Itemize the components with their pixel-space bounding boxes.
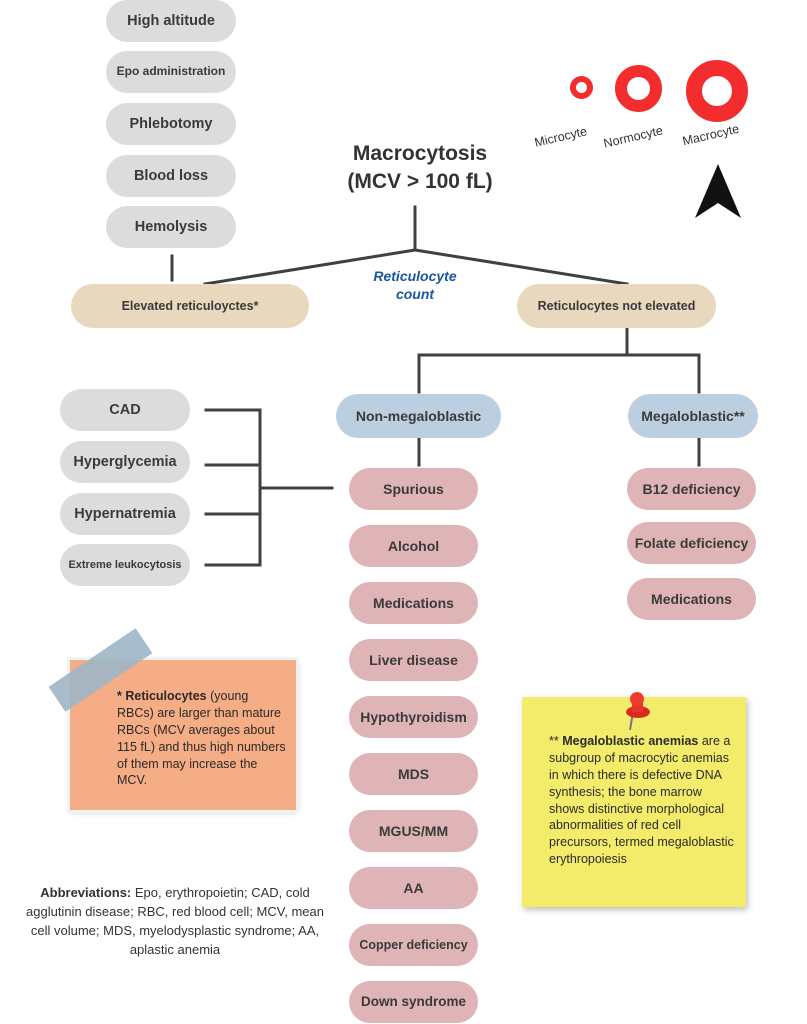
nonmega-copper-deficiency: Copper deficiency bbox=[349, 924, 478, 966]
reticulocyte-note: * Reticulocytes (young RBCs) are larger … bbox=[70, 660, 296, 810]
megaloblastic-note-text: ** Megaloblastic anemias are a subgroup … bbox=[549, 733, 739, 868]
connector-to-elevated bbox=[203, 248, 417, 286]
cause-hemolysis: Hemolysis bbox=[106, 206, 236, 248]
nonmega-liver-disease: Liver disease bbox=[349, 639, 478, 681]
megaloblastic-node: Megaloblastic** bbox=[628, 394, 758, 438]
connector-to-not-elevated bbox=[413, 248, 629, 286]
megaloblastic-note-bold: Megaloblastic anemias bbox=[562, 734, 699, 748]
nonmega-hypothyroidism: Hypothyroidism bbox=[349, 696, 478, 738]
cause-high-altitude: High altitude bbox=[106, 0, 236, 42]
abbreviations-heading: Abbreviations: bbox=[40, 885, 132, 900]
megaloblastic-note: ** Megaloblastic anemias are a subgroup … bbox=[522, 697, 746, 907]
normocyte-circle bbox=[615, 65, 662, 112]
reticulocyte-label-line1: Reticulocyte bbox=[373, 268, 457, 284]
nonmega-down-syndrome: Down syndrome bbox=[349, 981, 478, 1023]
spurious-cad: CAD bbox=[60, 389, 190, 431]
pushpin-icon bbox=[626, 692, 650, 731]
megaloblastic-note-prefix: ** bbox=[549, 734, 563, 748]
mega-medications: Medications bbox=[627, 578, 756, 620]
abbreviations-text: Epo, erythropoietin; CAD, cold agglutini… bbox=[26, 885, 324, 957]
cause-blood-loss: Blood loss bbox=[106, 155, 236, 197]
abbreviations: Abbreviations: Epo, erythropoietin; CAD,… bbox=[20, 884, 330, 959]
spurious-hypernatremia: Hypernatremia bbox=[60, 493, 190, 535]
cause-phlebotomy: Phlebotomy bbox=[106, 103, 236, 145]
nonmega-mds: MDS bbox=[349, 753, 478, 795]
spurious-hyperglycemia: Hyperglycemia bbox=[60, 441, 190, 483]
non-megaloblastic-node: Non-megaloblastic bbox=[336, 394, 501, 438]
nonmega-mgus-mm: MGUS/MM bbox=[349, 810, 478, 852]
reticulocyte-note-text: * Reticulocytes (young RBCs) are larger … bbox=[117, 688, 287, 789]
elevated-reticulocytes-node: Elevated reticuloyctes* bbox=[71, 284, 309, 328]
reticulocyte-count-label: Reticulocyte count bbox=[352, 267, 478, 303]
reticulocyte-note-body: (young RBCs) are larger than mature RBCs… bbox=[117, 689, 286, 788]
diagram-title: Macrocytosis (MCV > 100 fL) bbox=[320, 140, 520, 197]
reticulocyte-label-line2: count bbox=[395, 286, 435, 303]
arrow-up-icon bbox=[695, 164, 741, 218]
reticulocyte-note-bold: * Reticulocytes bbox=[117, 689, 207, 703]
mega-folate-deficiency: Folate deficiency bbox=[627, 522, 756, 564]
spurious-extreme-leukocytosis: Extreme leukocytosis bbox=[60, 544, 190, 586]
microcyte-circle bbox=[570, 76, 593, 99]
macrocyte-circle bbox=[686, 60, 748, 122]
title-line1: Macrocytosis bbox=[352, 142, 488, 165]
mega-b12-deficiency: B12 deficiency bbox=[627, 468, 756, 510]
nonmega-spurious: Spurious bbox=[349, 468, 478, 510]
megaloblastic-note-body: are a subgroup of macrocytic anemias in … bbox=[549, 734, 734, 867]
title-line2: (MCV > 100 fL) bbox=[347, 170, 493, 194]
nonmega-aa: AA bbox=[349, 867, 478, 909]
cause-epo-administration: Epo administration bbox=[106, 51, 236, 93]
nonmega-alcohol: Alcohol bbox=[349, 525, 478, 567]
nonmega-medications: Medications bbox=[349, 582, 478, 624]
not-elevated-reticulocytes-node: Reticulocytes not elevated bbox=[517, 284, 716, 328]
